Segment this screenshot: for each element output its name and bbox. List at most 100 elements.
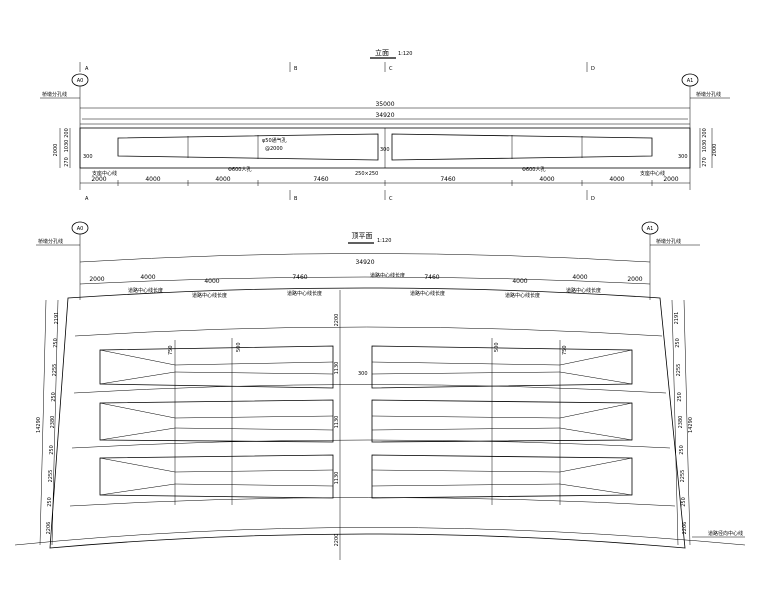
vent-spacing: @2000 [265,146,283,152]
plan-scale: 1:120 [377,238,391,244]
plan-dim-3: 4000 [204,278,219,285]
plan-voids [99,338,633,505]
end-dim-right: 300 [678,154,688,160]
void-right [391,133,653,161]
right-w-2: 250 [675,338,681,348]
axis-label-b-top: B [294,66,298,72]
mid-gap-label: 300 [380,147,390,153]
left-w-7: 2255 [48,470,54,483]
plan-left-note: 桥墩分孔线 [38,238,63,245]
elevation-title: 立面 [375,48,389,57]
plan-span-value: 34920 [355,259,374,266]
void-left [117,133,379,161]
plan-right-note: 桥墩分孔线 [656,238,681,245]
right-w-1: 2191 [674,312,680,325]
bottom-dim-ticks [117,180,653,186]
chamfer-label: 250×250 [355,171,378,177]
vent-label: φ50通气孔 [262,137,287,144]
left-width-dim-line [39,299,47,546]
bottom-dim-2: 4000 [145,176,160,183]
plan-dim-5: 7460 [424,274,439,281]
axis-label-c-bottom: C [389,196,393,202]
plan-dim-4: 7460 [292,274,307,281]
left-support-label: 支座中心线 [92,170,117,177]
bottom-dim-5: 7460 [440,176,455,183]
abutment-a0-label: A0 [77,78,84,84]
height-right-1: 1030 [702,140,708,153]
seg-label-2: 道路中心线长度 [192,292,227,299]
height-right-3: 200 [702,128,708,138]
manhole-left-label: Φ600人孔 [228,166,251,173]
plan-dim-1: 2000 [89,276,104,283]
plan-dim-7: 4000 [572,274,587,281]
manhole-right-label: Φ600人孔 [522,166,545,173]
web-dim-1: 750 [168,345,174,355]
right-w-9: 2206 [682,522,688,535]
radial-centerline-label: 道路径向中心线 [708,530,743,537]
height-right-total: 2000 [712,144,718,157]
web-dim-2: 500 [236,342,242,352]
left-w-3: 2255 [52,364,58,377]
bottom-dim-6: 4000 [539,176,554,183]
plan-abutment-a1-label: A1 [647,226,654,232]
center-dim-2: 1130 [334,362,340,375]
axis-label-d-bottom: D [591,196,595,202]
right-support-label: 支座中心线 [640,170,665,177]
seg-label-3: 道路中心线长度 [287,290,322,297]
plan-title: 顶平面 [352,232,373,240]
left-w-6: 250 [49,445,55,455]
left-pier-note: 桥墩分孔线 [42,91,67,98]
plan-dim-6: 4000 [512,278,527,285]
center-dim-3: 1130 [334,416,340,429]
right-w-8: 250 [681,497,687,507]
elevation-axis-grid [79,62,588,72]
left-w-1: 2191 [54,312,60,325]
bottom-dim-7: 4000 [609,176,624,183]
height-right-2: 270 [702,157,708,167]
axis-label-a-bottom: A [85,196,89,202]
right-w-5: 2380 [678,416,684,429]
right-w-6: 250 [679,445,685,455]
right-w-7: 2255 [680,470,686,483]
seg-label-6: 道路中心线长度 [566,287,601,294]
total-length-value: 35000 [375,101,394,108]
seg-label-4: 道路中心线长度 [410,290,445,297]
height-left-2: 1030 [64,140,70,153]
end-dim-left: 300 [83,154,93,160]
axis-label-a-top: A [85,66,89,72]
height-left-total: 2000 [53,144,59,157]
left-w-4: 250 [51,392,57,402]
left-w-8: 250 [47,497,53,507]
height-left-3: 200 [64,128,70,138]
left-w-5: 2380 [50,416,56,429]
left-w-2: 250 [53,338,59,348]
axis-label-c-top: C [389,66,393,72]
axis-label-d-top: D [591,66,595,72]
seg-label-5: 道路中心线长度 [505,292,540,299]
span-length-value: 34920 [375,112,394,119]
plan-dim-8: 2000 [627,276,642,283]
center-dim-4: 1130 [334,472,340,485]
bottom-dim-4: 7460 [313,176,328,183]
right-total-width: 14290 [688,417,694,433]
web-dim-center: 300 [358,371,368,377]
plan-abutment-a0-label: A0 [77,226,84,232]
seg-label-1: 道路中心线长度 [128,287,163,294]
abutment-a1-label: A1 [687,78,694,84]
center-dim-1: 2200 [334,314,340,327]
left-w-9: 2206 [46,522,52,535]
right-pier-note: 桥墩分孔线 [696,91,721,98]
web-dim-4: 750 [562,345,568,355]
center-dim-5: 2200 [334,534,340,547]
web-dim-3: 500 [494,342,500,352]
plan-deck-outline [49,287,686,549]
height-left-1: 270 [64,157,70,167]
plan-span-dim [79,253,651,263]
plan-centerline-label: 道路中心线长度 [370,272,405,279]
axis-label-b-bottom: B [294,196,298,202]
right-w-4: 250 [677,392,683,402]
right-width-dim-line [683,299,691,546]
plan-segment-dims [79,276,651,285]
bottom-dim-8: 2000 [663,176,678,183]
